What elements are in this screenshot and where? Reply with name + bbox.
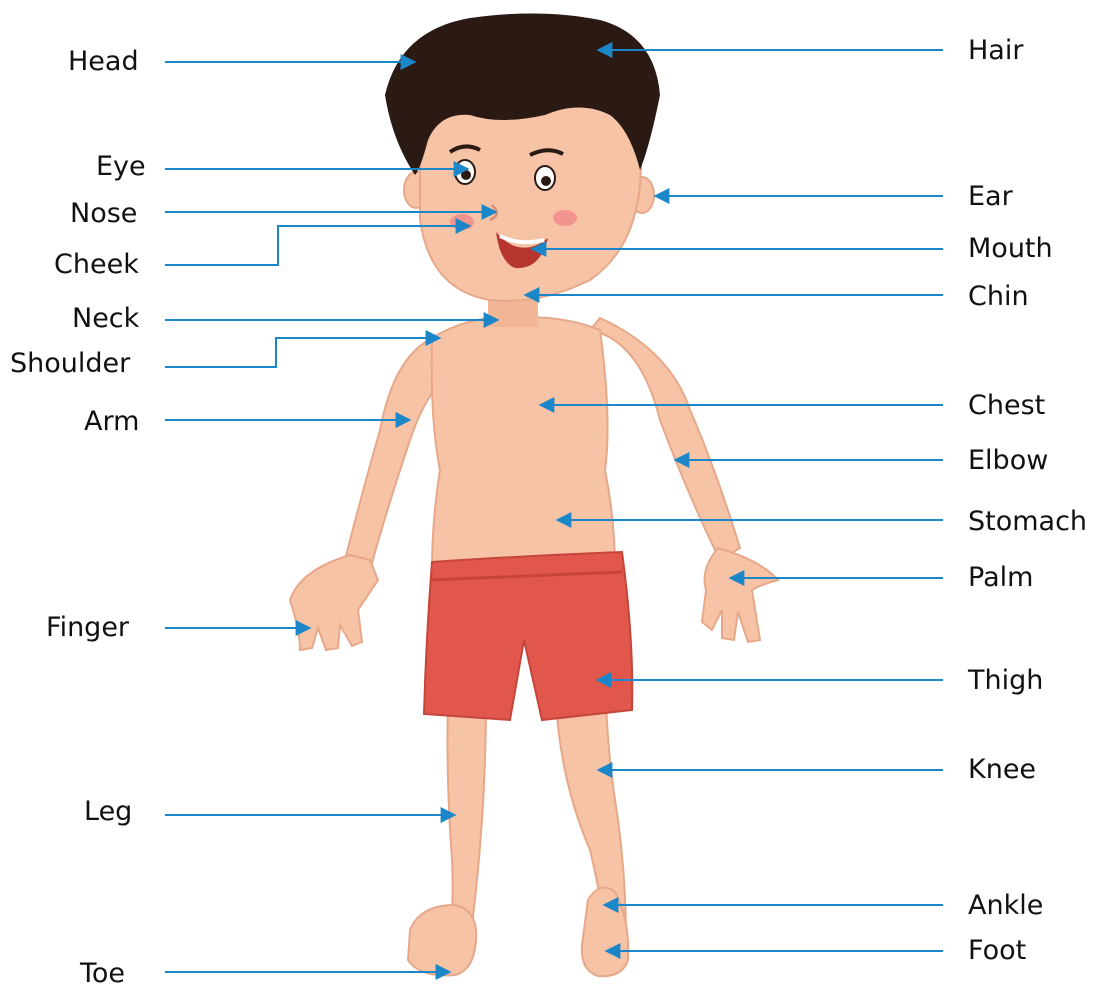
label-neck: Neck — [72, 305, 139, 332]
label-toe: Toe — [80, 960, 125, 987]
label-nose: Nose — [70, 200, 137, 227]
label-ankle: Ankle — [968, 892, 1043, 919]
label-elbow: Elbow — [968, 447, 1048, 474]
label-head: Head — [68, 48, 139, 75]
label-thigh: Thigh — [968, 667, 1043, 694]
label-hair: Hair — [968, 37, 1023, 64]
arrow-cheek — [165, 226, 470, 265]
label-leg: Leg — [84, 798, 132, 825]
label-eye: Eye — [96, 153, 146, 180]
label-ear: Ear — [968, 183, 1013, 210]
label-mouth: Mouth — [968, 235, 1053, 262]
arrow-shoulder — [165, 338, 440, 367]
label-chest: Chest — [968, 392, 1045, 419]
label-stomach: Stomach — [968, 508, 1087, 535]
label-chin: Chin — [968, 283, 1029, 310]
label-arm: Arm — [84, 408, 139, 435]
label-knee: Knee — [968, 756, 1036, 783]
label-foot: Foot — [968, 937, 1026, 964]
label-cheek: Cheek — [54, 251, 139, 278]
label-finger: Finger — [46, 614, 129, 641]
label-shoulder: Shoulder — [10, 350, 130, 377]
label-palm: Palm — [968, 564, 1033, 591]
